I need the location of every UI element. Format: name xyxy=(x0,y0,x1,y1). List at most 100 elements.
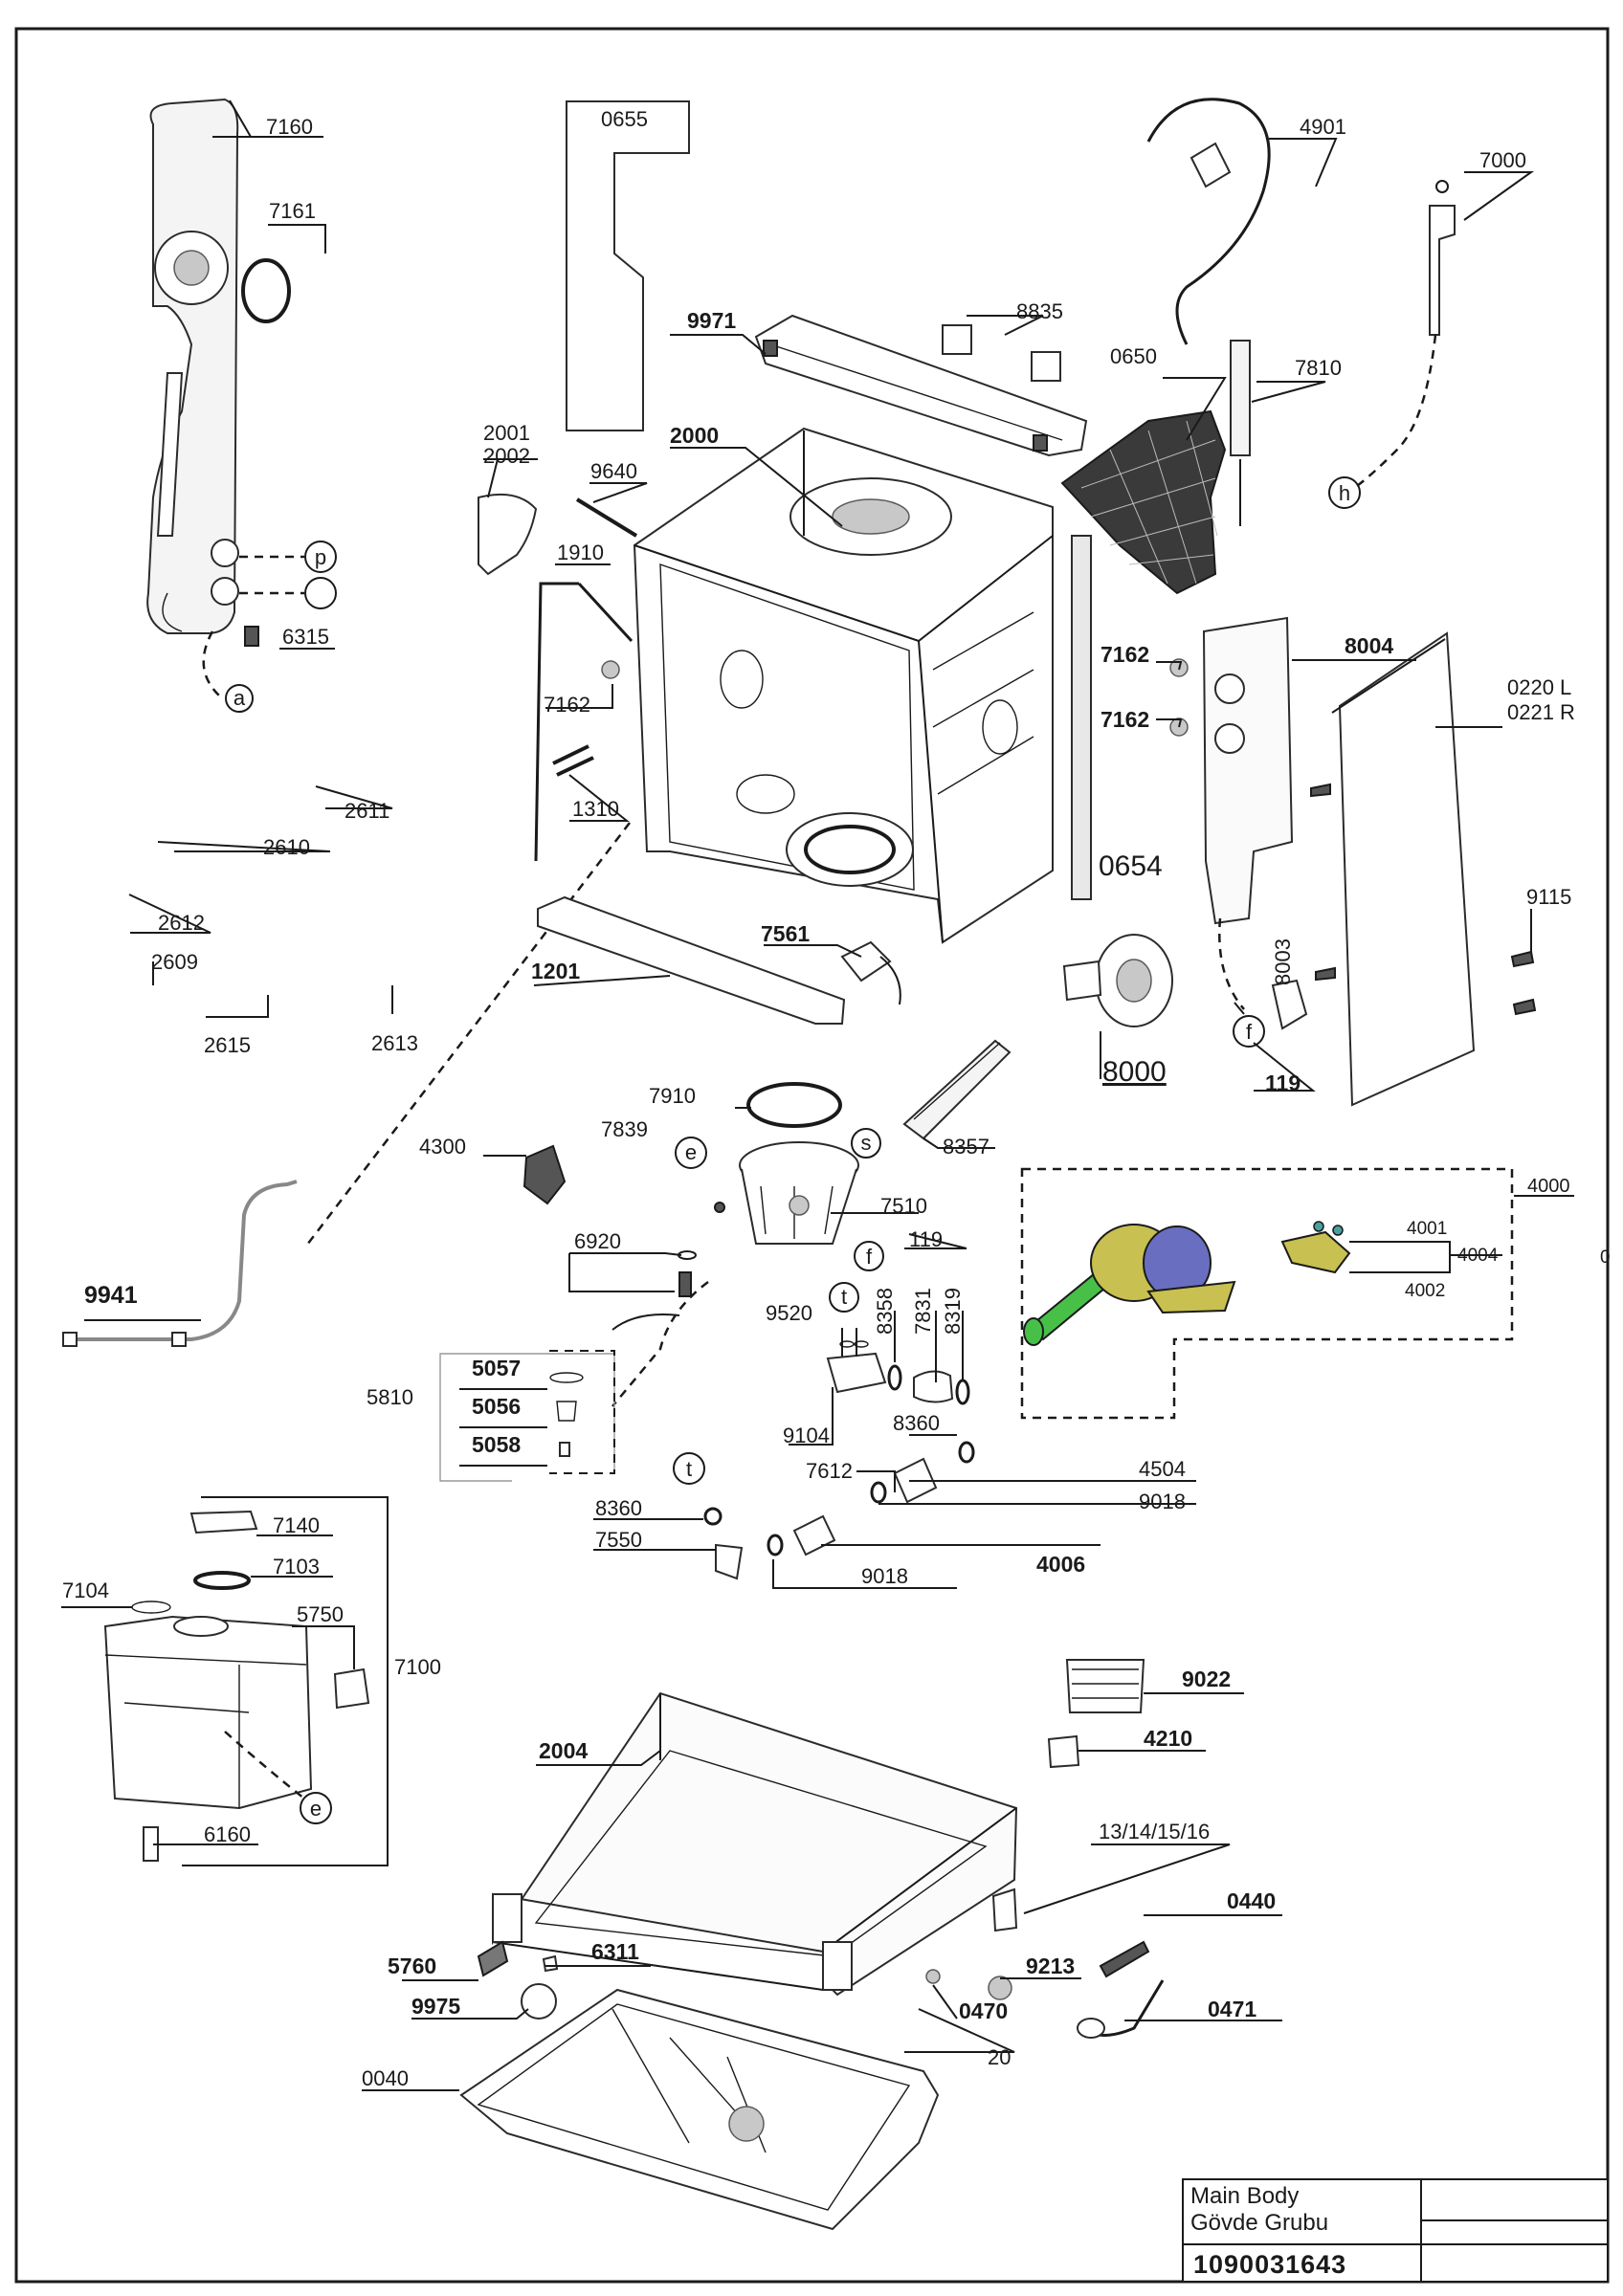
part-8835-clips xyxy=(942,324,1061,382)
svg-text:s: s xyxy=(861,1131,872,1155)
part-9022-traces xyxy=(1072,1668,1139,1699)
label-2004: 2004 xyxy=(539,1738,588,1763)
svg-text:e: e xyxy=(685,1140,697,1164)
part-4901-plug xyxy=(1189,142,1232,188)
part-6311-clip xyxy=(542,1954,559,1973)
label-9941: 9941 xyxy=(84,1282,138,1309)
label-9022: 9022 xyxy=(1182,1667,1231,1691)
part-1310-clip-b xyxy=(556,756,594,777)
label-0040: 0040 xyxy=(362,2066,409,2090)
label-5056: 5056 xyxy=(472,1394,521,1419)
label-20: 20 xyxy=(988,2045,1011,2069)
label-9115: 9115 xyxy=(1526,885,1571,909)
label-2609: 2609 xyxy=(151,950,198,974)
screw-1 xyxy=(1310,783,1331,798)
label-7910: 7910 xyxy=(649,1084,696,1108)
label-0471: 0471 xyxy=(1208,1997,1256,2021)
label-7162-lower: 7162 xyxy=(1101,707,1149,732)
label-2002: 2002 xyxy=(483,444,530,468)
part-4001-screw-a xyxy=(1313,1221,1324,1232)
label-6311: 6311 xyxy=(591,1939,639,1964)
part-0655-insulation xyxy=(566,100,690,431)
part-4210-switch xyxy=(1047,1734,1080,1769)
part-7510-sump xyxy=(739,1141,859,1245)
label-8357: 8357 xyxy=(943,1135,989,1159)
callout-p: p xyxy=(304,541,337,573)
label-7810: 7810 xyxy=(1295,356,1342,380)
part-9941-wire xyxy=(67,1180,298,1341)
label-9018-lower: 9018 xyxy=(861,1564,908,1588)
part-0440-handle xyxy=(1099,1940,1150,1978)
label-7561: 7561 xyxy=(761,921,810,946)
svg-text:f: f xyxy=(1246,1020,1253,1044)
part-7162-seal-left xyxy=(601,660,620,679)
label-9213: 9213 xyxy=(1026,1954,1075,1978)
part-1910-seal xyxy=(534,582,634,862)
part-4300-filter xyxy=(522,1144,567,1205)
label-7160: 7160 xyxy=(266,115,313,139)
label-0221R: 0221 R xyxy=(1507,700,1575,724)
part-labels: 7160 7161 6315 0655 9971 8835 4901 7000 … xyxy=(62,107,1611,2090)
label-6315: 6315 xyxy=(282,625,329,649)
part-2001-2002-bracket xyxy=(478,493,538,576)
label-4504: 4504 xyxy=(1139,1457,1186,1481)
part-4901-cable xyxy=(1146,98,1271,345)
group-4000-box xyxy=(1020,1167,1514,1420)
label-7839: 7839 xyxy=(601,1117,648,1141)
drawing-frame xyxy=(14,27,1610,2284)
part-7000-sensor xyxy=(1429,180,1456,336)
label-8004: 8004 xyxy=(1345,633,1393,658)
title-line-2: Gövde Grubu xyxy=(1190,2210,1328,2236)
label-1910: 1910 xyxy=(557,541,604,564)
label-7103: 7103 xyxy=(273,1555,320,1578)
part-4002-bracket xyxy=(1280,1230,1351,1274)
part-2004-base-frame xyxy=(492,1691,1018,1997)
label-4002: 4002 xyxy=(1405,1281,1445,1301)
callout-h: h xyxy=(1328,476,1361,509)
label-7550: 7550 xyxy=(595,1528,642,1552)
link-f-119 xyxy=(1218,917,1245,1010)
part-0220-edge xyxy=(1331,638,1446,714)
label-7612: 7612 xyxy=(806,1459,853,1483)
link-5810 xyxy=(611,1281,709,1407)
part-5760-latch xyxy=(477,1940,509,1977)
title-block: Main Body Gövde Grubu 1090031643 xyxy=(1182,2178,1609,2283)
part-2000-tub xyxy=(633,427,1054,944)
label-9520: 9520 xyxy=(766,1301,812,1325)
label-7161: 7161 xyxy=(269,199,316,223)
part-8004-side-cover xyxy=(1202,616,1294,925)
part-0471-end xyxy=(1077,2018,1105,2039)
part-9520-fitting xyxy=(826,1340,887,1394)
label-5810: 5810 xyxy=(367,1385,413,1409)
part-4000-drain-pump xyxy=(1023,1224,1236,1346)
label-7831: 7831 xyxy=(911,1288,935,1335)
part-0040-base-tray xyxy=(459,1988,940,2231)
group-5810-bracket xyxy=(439,1353,615,1482)
svg-text:t: t xyxy=(686,1457,692,1481)
label-9640: 9640 xyxy=(590,459,637,483)
label-4901: 4901 xyxy=(1300,115,1346,139)
label-7104: 7104 xyxy=(62,1578,109,1602)
label-5058: 5058 xyxy=(472,1432,521,1457)
label-2611: 2611 xyxy=(345,799,389,823)
label-4001: 4001 xyxy=(1407,1219,1447,1239)
svg-text:e: e xyxy=(310,1797,322,1821)
link-h xyxy=(1353,334,1437,490)
label-119-sump: 119 xyxy=(909,1227,943,1251)
callout-f-side: f xyxy=(1233,1015,1265,1048)
part-1310-clip xyxy=(552,744,589,765)
label-1310: 1310 xyxy=(572,797,619,821)
part-9640-pin xyxy=(575,497,638,538)
label-4006: 4006 xyxy=(1036,1552,1085,1577)
group-5810-dashed xyxy=(549,1350,615,1474)
part-7161-ring xyxy=(241,258,291,323)
part-8358-clamp xyxy=(887,1364,902,1391)
part-4006-hose xyxy=(792,1514,836,1556)
part-7561-valve xyxy=(840,940,892,982)
leader-lines xyxy=(61,99,1574,2091)
callout-e-upper: e xyxy=(675,1137,707,1169)
part-4001-screw-b xyxy=(1332,1225,1344,1236)
label-8319: 8319 xyxy=(941,1288,965,1335)
part-9941-end-a xyxy=(62,1332,78,1347)
